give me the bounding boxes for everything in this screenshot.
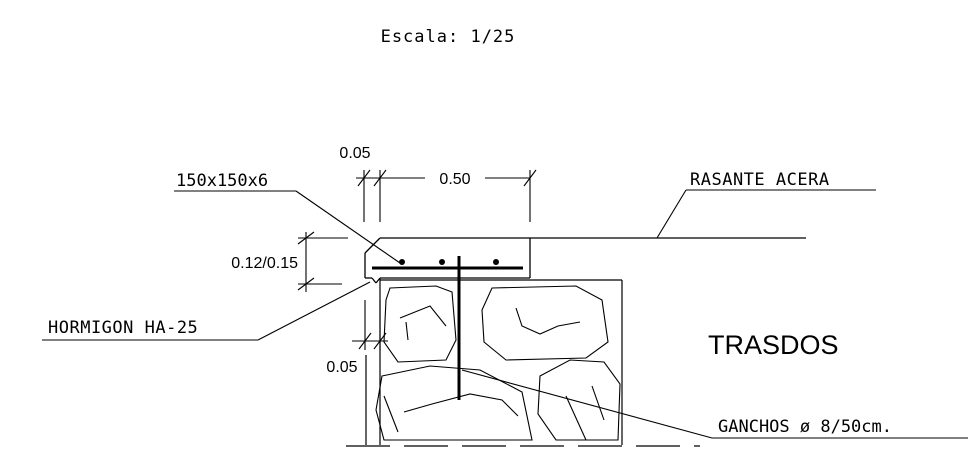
dimension-bottom-small-label: 0.05: [326, 359, 357, 376]
curb-outline: [364, 237, 531, 284]
label-backfill: TRASDOS: [708, 330, 839, 360]
scale-label: Escala: 1/25: [381, 27, 516, 47]
dimension-top-small: 0.05: [339, 145, 370, 162]
leader-rasante: [656, 189, 876, 239]
label-rasante: RASANTE ACERA: [690, 170, 830, 190]
label-profile: 150x150x6: [176, 171, 268, 191]
anchor-dot: [439, 259, 445, 265]
leader-hooks: [461, 369, 968, 439]
anchor-dot: [399, 259, 405, 265]
leader-profile: [174, 190, 401, 264]
stone-fill: [375, 285, 621, 441]
dimension-bottom-small: [352, 300, 388, 350]
label-concrete: HORMIGON HA-25: [48, 318, 198, 338]
dimension-top-width-label: 0.50: [439, 171, 470, 188]
dimension-height: [297, 231, 348, 292]
dimension-top-width: [356, 169, 537, 222]
leader-concrete: [42, 281, 371, 341]
label-hooks: GANCHOS ø 8/50cm.: [718, 417, 892, 437]
anchor-dot: [493, 259, 499, 265]
dimension-height-label: 0.12/0.15: [231, 255, 298, 272]
